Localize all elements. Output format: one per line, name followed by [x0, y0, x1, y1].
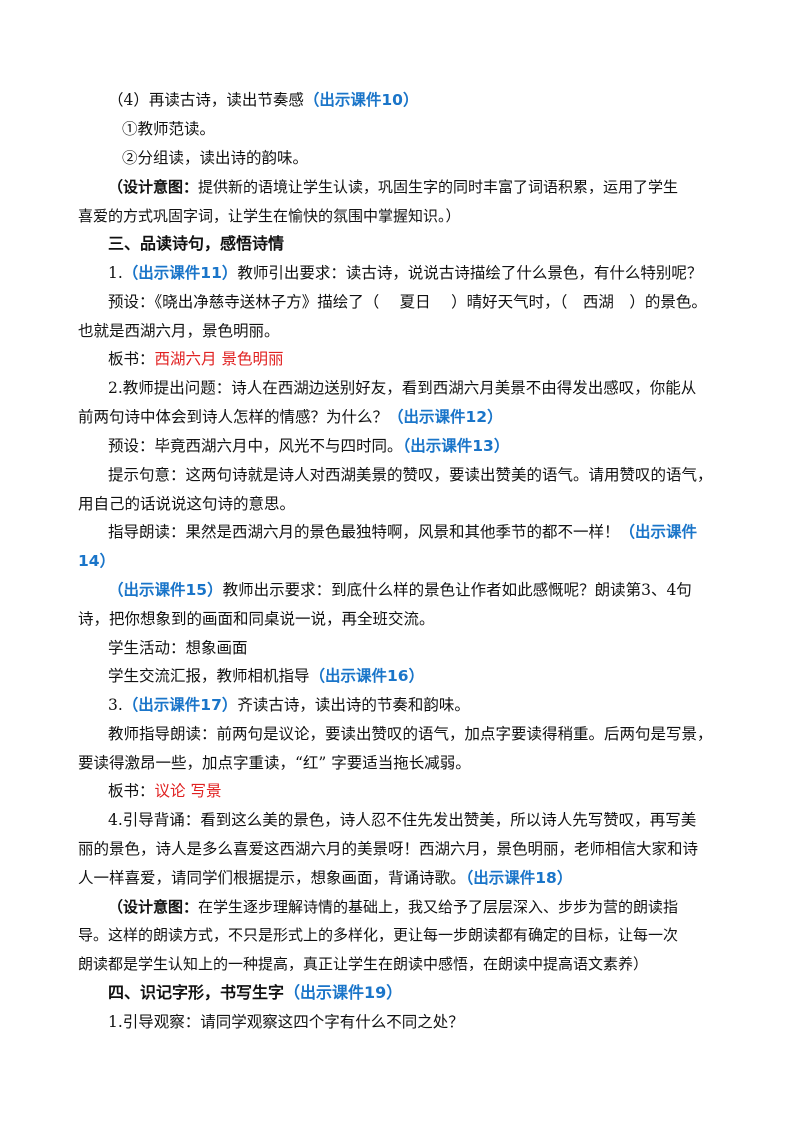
preset-1-line1: 预设：《晓出净慈寺送林子方》描绘了（ 夏日 ）晴好天气时，（ 西湖 ）的景色。 — [108, 293, 707, 311]
design-intent-text: 在学生逐步理解诗情的基础上，我又给予了层层深入、步步为营的朗读指 — [198, 898, 679, 916]
courseware-ref-14-end: 14） — [78, 552, 116, 570]
courseware-ref-19: （出示课件19） — [284, 983, 403, 1002]
student-report-line: 学生交流汇报，教师相机指导（出示课件16） — [108, 665, 424, 687]
design-intent-label: （设计意图： — [108, 178, 199, 196]
item-text: 教师引出要求：读古诗，说说古诗描绘了什么景色，有什么特别呢？ — [237, 264, 703, 282]
teacher-demo-read: ①教师范读。 — [122, 120, 216, 138]
guide-read-2-line2: 要读得激昂一些，加点字重读，“红” 字要适当拖长减弱。 — [78, 754, 471, 772]
item-text: 指导朗读：果然是西湖六月的景色最独特啊，风景和其他季节的都不一样！ — [108, 523, 620, 541]
section-3-heading: 三、品读诗句，感悟诗情 — [108, 234, 285, 253]
courseware-ref-11: （出示课件11） — [122, 264, 238, 282]
item-2-line1: 2.教师提出问题：诗人在西湖边送别好友，看到西湖六月美景不由得发出感叹，你能从 — [108, 379, 697, 397]
courseware-ref-13: （出示课件13） — [402, 437, 510, 455]
design-intent-label: （设计意图： — [108, 898, 199, 916]
item-4-line1: 4.引导背诵：看到这么美的景色，诗人忍不住先发出赞美，所以诗人先写赞叹，再写美 — [108, 811, 697, 829]
preset-1-line2: 也就是西湖六月，景色明丽。 — [78, 322, 280, 340]
item-15-line2: 诗，把你想象到的画面和同桌说一说，再全班交流。 — [78, 610, 435, 628]
design-intent-2-line2: 导。这样的朗读方式，不只是形式上的多样化，更让每一步朗读都有确定的目标，让每一次 — [78, 926, 679, 944]
courseware-ref-16: （出示课件16） — [309, 667, 425, 685]
item-text: 前两句诗中体会到诗人怎样的情感？为什么？ — [78, 408, 389, 426]
board-label: 板书： — [108, 350, 155, 368]
item-text: 教师出示要求：到底什么样的景色让作者如此感慨呢？朗读第3、4句 — [222, 581, 692, 599]
guide-read-2-line1: 教师指导朗读：前两句是议论，要读出赞叹的语气，加点字要读得稍重。后两句是写景， — [108, 725, 713, 743]
step-4-text: （4）再读古诗，读出节奏感 — [108, 91, 304, 109]
item-text: 齐读古诗，读出诗的节奏和韵味。 — [237, 696, 470, 714]
courseware-ref-14-start: （出示课件 — [619, 523, 698, 541]
item-2-line2: 前两句诗中体会到诗人怎样的情感？为什么？（出示课件12） — [78, 406, 503, 428]
board-writing-2: 板书：议论 写景 — [108, 780, 221, 802]
item-text: 预设：毕竟西湖六月中，风光不与四时同。 — [108, 437, 403, 455]
group-read: ②分组读，读出诗的韵味。 — [122, 149, 309, 167]
student-activity: 学生活动：想象画面 — [108, 639, 248, 657]
board-writing-1: 板书：西湖六月 景色明丽 — [108, 348, 283, 370]
item-15-line1: （出示课件15）教师出示要求：到底什么样的景色让作者如此感慨呢？朗读第3、4句 — [108, 579, 692, 601]
section-4-heading: 四、识记字形，书写生字（出示课件19） — [108, 982, 402, 1004]
design-intent-1-line1: （设计意图：提供新的语境让学生认读，巩固生字的同时丰富了词语积累，运用了学生 — [108, 176, 678, 198]
courseware-ref-10: （出示课件10） — [303, 91, 419, 109]
design-intent-2-line3: 朗读都是学生认知上的一种提高，真正让学生在朗读中感悟，在朗读中提高语文素养） — [78, 955, 649, 973]
hint-line1: 提示句意：这两句诗就是诗人对西湖美景的赞叹，要读出赞美的语气。请用赞叹的语气， — [108, 466, 713, 484]
item-4-line2: 丽的景色，诗人是多么喜爱这西湖六月的美景呀！西湖六月，景色明丽，老师相信大家和诗 — [78, 840, 699, 858]
guide-read-line1: 指导朗读：果然是西湖六月的景色最独特啊，风景和其他季节的都不一样！（出示课件 — [108, 521, 697, 543]
courseware-ref-15: （出示课件15） — [108, 581, 223, 599]
step-4-line: （4）再读古诗，读出节奏感（出示课件10） — [108, 89, 418, 111]
item-text: 人一样喜爱，请同学们根据提示，想象画面，背诵诗歌。 — [78, 869, 466, 887]
item-number: 1. — [108, 264, 123, 282]
courseware-ref-17: （出示课件17） — [122, 696, 238, 714]
design-intent-1-line2: 喜爱的方式巩固字词，让学生在愉快的氛围中掌握知识。） — [78, 207, 461, 225]
item-text: 学生交流汇报，教师相机指导 — [108, 667, 310, 685]
hint-line2: 用自己的话说说这句诗的意思。 — [78, 495, 296, 513]
item-number: 3. — [108, 696, 123, 714]
item-1-line: 1.（出示课件11）教师引出要求：读古诗，说说古诗描绘了什么景色，有什么特别呢？ — [108, 262, 702, 284]
courseware-ref-18: （出示课件18） — [465, 869, 573, 887]
board-text: 西湖六月 景色明丽 — [154, 350, 284, 368]
board-text: 议论 写景 — [154, 782, 222, 800]
observe-line: 1.引导观察：请同学观察这四个字有什么不同之处？ — [108, 1013, 464, 1031]
item-4-line3: 人一样喜爱，请同学们根据提示，想象画面，背诵诗歌。（出示课件18） — [78, 867, 572, 889]
item-3-line: 3.（出示课件17）齐读古诗，读出诗的节奏和韵味。 — [108, 694, 470, 716]
board-label: 板书： — [108, 782, 155, 800]
preset-2-line: 预设：毕竟西湖六月中，风光不与四时同。（出示课件13） — [108, 435, 509, 457]
heading-text: 四、识记字形，书写生字 — [108, 983, 285, 1002]
courseware-ref-12: （出示课件12） — [388, 408, 503, 426]
design-intent-text: 提供新的语境让学生认读，巩固生字的同时丰富了词语积累，运用了学生 — [198, 178, 679, 196]
design-intent-2-line1: （设计意图：在学生逐步理解诗情的基础上，我又给予了层层深入、步步为营的朗读指 — [108, 896, 678, 918]
